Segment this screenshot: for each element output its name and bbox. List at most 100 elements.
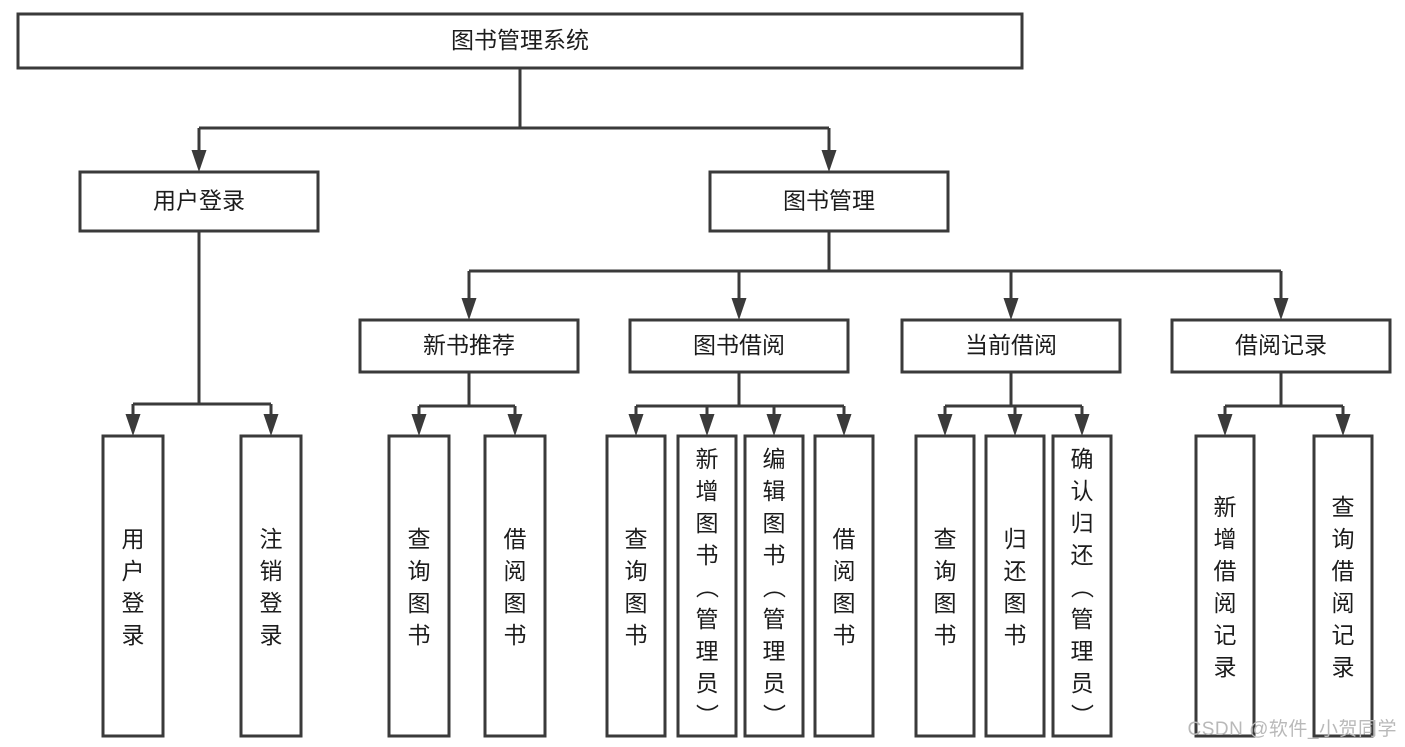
node-label-char: 图 [625,590,648,616]
node-label-char: 销 [260,558,283,584]
node-box-leaf-query-book-3[interactable] [914,434,976,738]
node-label-char: 编 [763,446,786,472]
node-label-char: 询 [408,558,431,584]
node-label-char: 阅 [504,558,527,584]
connector-arrowhead [1273,298,1289,320]
node-leaf-user-logout[interactable]: 注销登录注销登录 [239,434,303,738]
node-leaf-query-book-2[interactable]: 查询图书查询图书 [605,434,667,738]
node-leaf-add-record[interactable]: 新增借阅记录新增借阅记录 [1194,434,1256,738]
node-label-char: 员 [763,670,786,696]
node-label-char: 记 [1214,622,1237,648]
node-leaf-user-login[interactable]: 用户登录用户登录 [101,434,165,738]
node-box-leaf-confirm-return[interactable] [1051,434,1113,738]
node-label-char: 管 [1071,606,1094,632]
node-label-char: 管 [696,606,719,632]
node-leaf-borrow-book-2[interactable]: 借阅图书借阅图书 [813,434,875,738]
node-box-book-borrow[interactable] [628,318,850,374]
connector-arrowhead [1007,414,1023,436]
node-box-leaf-add-record[interactable] [1194,434,1256,738]
node-box-leaf-user-login[interactable] [101,434,165,738]
node-box-leaf-query-record[interactable] [1312,434,1374,738]
node-user-login[interactable]: 用户登录 [78,170,320,233]
node-book-borrow[interactable]: 图书借阅 [628,318,850,374]
node-current-borrow[interactable]: 当前借阅 [900,318,1122,374]
node-layer: 图书管理系统用户登录图书管理新书推荐图书借阅当前借阅借阅记录用户登录用户登录注销… [16,12,1392,738]
node-label-char: 图 [696,510,719,536]
connector-group-root [191,68,837,172]
node-label-char: 查 [934,526,957,552]
node-box-leaf-user-logout[interactable] [239,434,303,738]
node-leaf-return-book[interactable]: 归还图书归还图书 [984,434,1046,738]
connector-group-book-manage [461,231,1289,320]
node-label-char: 借 [833,526,856,552]
node-box-leaf-return-book[interactable] [984,434,1046,738]
node-label-char: 图 [408,590,431,616]
node-label-char: 注 [260,526,283,552]
node-box-current-borrow[interactable] [900,318,1122,374]
node-label-char: 增 [696,478,719,504]
connector-arrowhead [263,414,279,436]
node-box-leaf-add-book[interactable] [676,434,738,738]
node-label-char: 认 [1071,478,1094,504]
node-label-char: 录 [1332,654,1355,680]
node-box-leaf-borrow-book-2[interactable] [813,434,875,738]
node-box-leaf-query-book-2[interactable] [605,434,667,738]
connector-group-current-borrow [937,372,1090,436]
node-label-char: 阅 [833,558,856,584]
connector-arrowhead [507,414,523,436]
node-label-char: 图 [833,590,856,616]
node-label-char: 辑 [763,478,786,504]
node-box-user-login[interactable] [78,170,320,233]
node-label-book-manage: 图书管理 [783,188,875,214]
node-leaf-query-book-3[interactable]: 查询图书查询图书 [914,434,976,738]
node-box-leaf-query-book-1[interactable] [387,434,451,738]
node-label-char: 借 [1214,558,1237,584]
node-label-char: 确 [1071,446,1094,472]
node-book-manage[interactable]: 图书管理 [708,170,950,233]
node-label-char: 录 [1214,654,1237,680]
connector-arrowhead [821,150,837,172]
node-box-book-manage[interactable] [708,170,950,233]
node-box-leaf-edit-book[interactable] [743,434,805,738]
connector-arrowhead [766,414,782,436]
node-label-char: 归 [1071,510,1094,536]
node-label-char: 图 [504,590,527,616]
node-label-char: 查 [1332,494,1355,520]
node-label-char: 借 [504,526,527,552]
node-leaf-borrow-book-1[interactable]: 借阅图书借阅图书 [483,434,547,738]
connector-arrowhead [699,414,715,436]
node-label-char: 还 [1004,558,1027,584]
node-label-char: 图 [763,510,786,536]
node-label-char: 登 [260,590,283,616]
connector-group-new-book-rec [411,372,523,436]
connector-arrowhead [1217,414,1233,436]
node-leaf-query-record[interactable]: 查询借阅记录查询借阅记录 [1312,434,1374,738]
node-label-char: 查 [408,526,431,552]
node-new-book-rec[interactable]: 新书推荐 [358,318,580,374]
node-leaf-query-book-1[interactable]: 查询图书查询图书 [387,434,451,738]
connector-arrowhead [731,298,747,320]
node-label-char: 书 [1004,622,1027,648]
node-label-char: 理 [696,638,719,664]
node-box-borrow-record[interactable] [1170,318,1392,374]
connector-arrowhead [191,150,207,172]
connector-arrowhead [1335,414,1351,436]
node-root[interactable]: 图书管理系统 [16,12,1024,70]
node-label-char: 图 [934,590,957,616]
node-borrow-record[interactable]: 借阅记录 [1170,318,1392,374]
node-label-char: （ [761,575,787,598]
node-box-root[interactable] [16,12,1024,70]
node-label-char: （ [694,575,720,598]
node-label-char: 书 [408,622,431,648]
node-box-leaf-borrow-book-1[interactable] [483,434,547,738]
node-box-new-book-rec[interactable] [358,318,580,374]
node-label-char: 书 [763,542,786,568]
node-label-char: 书 [504,622,527,648]
node-label-char: 询 [1332,526,1355,552]
node-label-char: 借 [1332,558,1355,584]
node-label-char: 图 [1004,590,1027,616]
